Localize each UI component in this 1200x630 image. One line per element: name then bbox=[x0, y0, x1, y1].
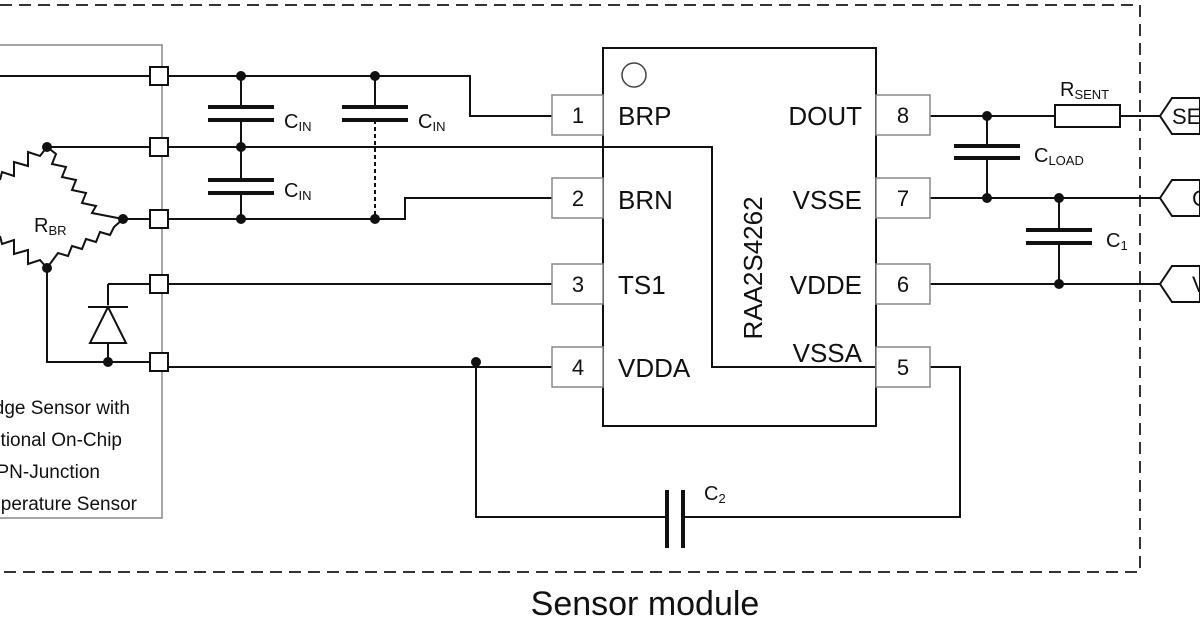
bridge-terminals bbox=[149, 66, 169, 372]
pin-1-name: BRP bbox=[618, 101, 671, 131]
connector-vdd-label: V bbox=[1192, 272, 1200, 297]
bridge-label-line-1: dge Sensor with bbox=[0, 398, 130, 419]
label-rbr: RBR bbox=[34, 215, 67, 238]
label-cload: CLOAD bbox=[1034, 145, 1084, 168]
wires bbox=[0, 75, 1160, 518]
label-c2: C2 bbox=[704, 483, 726, 506]
capacitor-plates bbox=[208, 105, 1092, 548]
pin-8-name: DOUT bbox=[788, 101, 862, 131]
pin-2-name: BRN bbox=[618, 185, 673, 215]
pin-6-number: 6 bbox=[897, 272, 909, 297]
label-cin-3: CIN bbox=[284, 180, 311, 203]
bridge-label-line-2: tional On-Chip bbox=[1, 430, 122, 451]
connector-shapes bbox=[1158, 97, 1200, 303]
module-boundary bbox=[0, 4, 1141, 573]
pin-7-number: 7 bbox=[897, 186, 909, 211]
pin-1-number: 1 bbox=[572, 103, 584, 128]
label-cin-2: CIN bbox=[418, 111, 445, 134]
bridge-label-line-4: perature Sensor bbox=[1, 494, 138, 515]
chip-body bbox=[602, 47, 877, 427]
pin-6-name: VDDE bbox=[790, 270, 862, 300]
junction-dots bbox=[42, 71, 1064, 367]
module-title: Sensor module bbox=[531, 585, 760, 623]
label-cin-1: CIN bbox=[284, 111, 311, 134]
label-c1: C1 bbox=[1106, 230, 1128, 253]
connector-sent-label: SE bbox=[1172, 104, 1200, 129]
bridge-resistor-rbr bbox=[0, 146, 124, 269]
pin1-marker bbox=[621, 62, 647, 88]
pin-8-number: 8 bbox=[897, 103, 909, 128]
pin-5-number: 5 bbox=[897, 355, 909, 380]
diode-icon bbox=[88, 304, 128, 344]
pin-7-name: VSSE bbox=[793, 185, 862, 215]
chip-name: RAA2S4262 bbox=[738, 196, 768, 339]
pin-4-name: VDDA bbox=[618, 353, 691, 383]
resistor-rsent bbox=[1054, 104, 1121, 128]
pin-4-number: 4 bbox=[572, 355, 584, 380]
pin-3-number: 3 bbox=[572, 272, 584, 297]
pin-boxes bbox=[551, 94, 931, 388]
label-rsent: RSENT bbox=[1060, 79, 1109, 102]
pin-5-name: VSSA bbox=[793, 338, 863, 368]
pin-3-name: TS1 bbox=[618, 270, 666, 300]
pin-2-number: 2 bbox=[572, 186, 584, 211]
connector-gnd-label: G bbox=[1192, 186, 1200, 211]
bridge-label-line-3: PN-Junction bbox=[0, 462, 100, 483]
